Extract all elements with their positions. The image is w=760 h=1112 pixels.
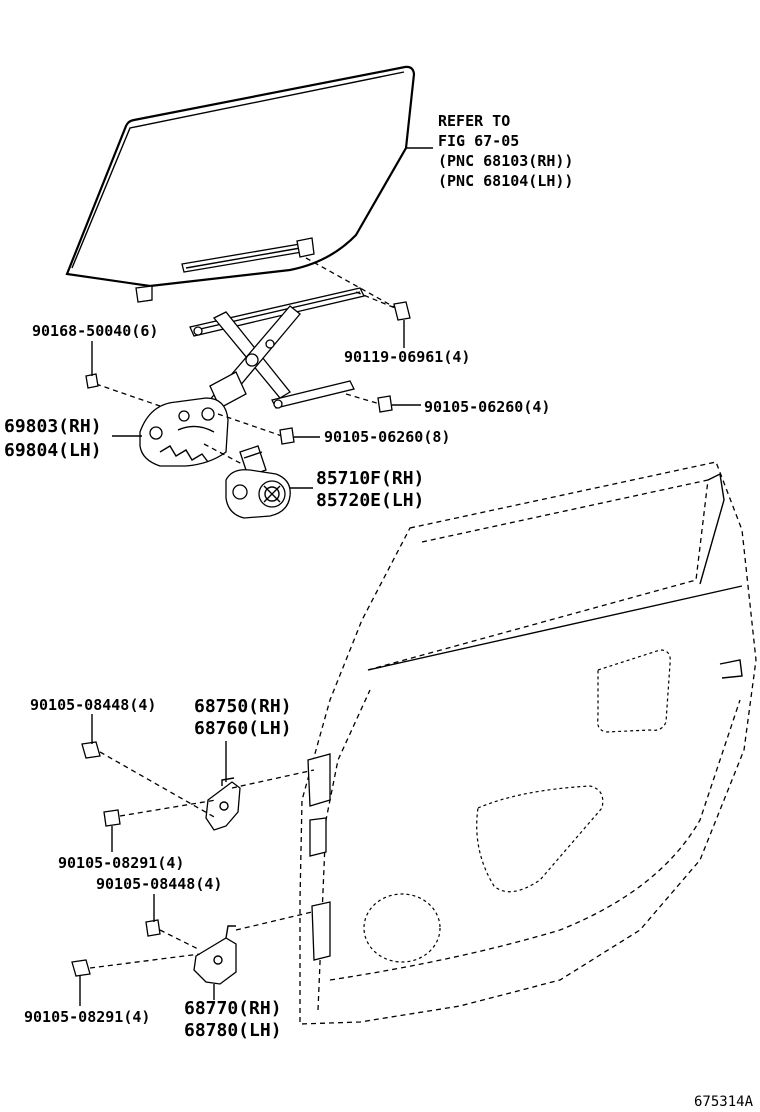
window-regulator[interactable]: [139, 287, 365, 467]
bolt-90119-06961-icon[interactable]: [393, 301, 411, 321]
bolt-90168-50040-icon[interactable]: [85, 373, 99, 389]
label-motor-rh[interactable]: 85710F(RH): [316, 468, 424, 489]
bolt-90105-06260-4-icon[interactable]: [377, 395, 393, 413]
dash-hinge-2: [231, 769, 315, 789]
dash-hinge-1: [99, 751, 217, 819]
bolt-90105-08291-lower-icon[interactable]: [71, 959, 91, 977]
dash-hinge-4: [159, 929, 201, 951]
dash-bolt-06961: [355, 291, 401, 311]
label-regulator-lh[interactable]: 69804(LH): [4, 440, 102, 461]
label-90168-50040[interactable]: 90168-50040(6): [32, 322, 158, 340]
bolt-90105-08291-upper-icon[interactable]: [103, 809, 121, 827]
dash-bolt-06260-8: [217, 413, 283, 437]
label-hinge-lower-lh[interactable]: 68780(LH): [184, 1020, 282, 1041]
lower-door-hinge[interactable]: [193, 925, 237, 985]
dash-hinge-3: [119, 799, 217, 817]
dash-hinge-5: [235, 911, 313, 931]
label-90105-08291-upper[interactable]: 90105-08291(4): [58, 854, 184, 872]
label-90105-06260-8[interactable]: 90105-06260(8): [324, 428, 450, 446]
dash-bolt-50040: [95, 383, 161, 407]
label-hinge-lower-rh[interactable]: 68770(RH): [184, 998, 282, 1019]
label-90105-08448-lower[interactable]: 90105-08448(4): [96, 875, 222, 893]
dash-glass-to-bolt: [305, 257, 397, 309]
refer-line-2: FIG 67-05: [438, 132, 519, 150]
label-90105-06260-4[interactable]: 90105-06260(4): [424, 398, 550, 416]
bolt-90105-08448-lower-icon[interactable]: [145, 919, 161, 937]
refer-line-1: REFER TO: [438, 112, 510, 130]
regulator-motor[interactable]: [225, 445, 291, 519]
label-90105-08291-lower[interactable]: 90105-08291(4): [24, 1008, 150, 1026]
label-motor-lh[interactable]: 85720E(LH): [316, 490, 424, 511]
label-90119-06961[interactable]: 90119-06961(4): [344, 348, 470, 366]
dash-bolt-06260-4: [345, 393, 381, 405]
refer-line-4: (PNC 68104(LH)): [438, 172, 573, 190]
figure-id: 675314A: [694, 1094, 754, 1110]
rear-door-shell: [299, 461, 757, 1025]
bolt-90105-06260-8-icon[interactable]: [279, 427, 295, 445]
dash-hinge-6: [89, 953, 201, 969]
bolt-90105-08448-upper-icon[interactable]: [81, 741, 101, 759]
label-90105-08448-upper[interactable]: 90105-08448(4): [30, 696, 156, 714]
label-hinge-upper-rh[interactable]: 68750(RH): [194, 696, 292, 717]
label-hinge-upper-lh[interactable]: 68760(LH): [194, 718, 292, 739]
dash-motor: [203, 443, 243, 465]
upper-door-hinge[interactable]: [205, 777, 241, 831]
door-glass[interactable]: [65, 65, 416, 303]
refer-line-3: (PNC 68103(RH)): [438, 152, 573, 170]
label-regulator-rh[interactable]: 69803(RH): [4, 416, 102, 437]
